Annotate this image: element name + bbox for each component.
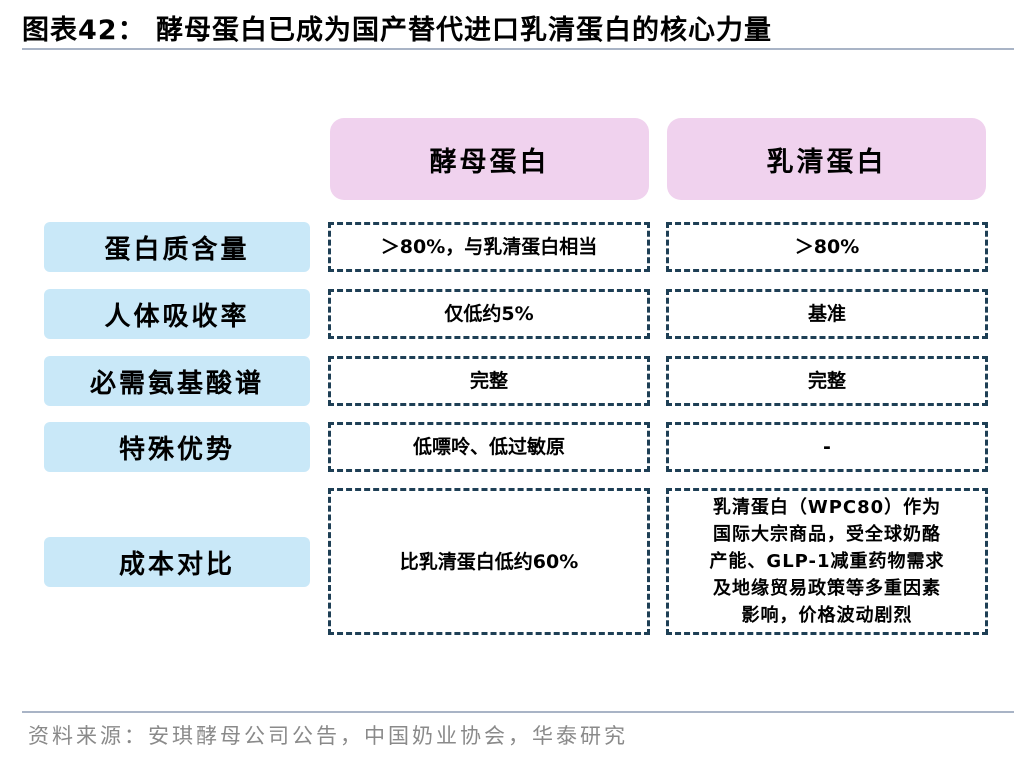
- cell-yeast-special-advantage: 低嘌呤、低过敏原: [328, 422, 650, 472]
- cell-whey-amino-acid-profile: 完整: [666, 356, 988, 406]
- cell-yeast-amino-acid-profile: 完整: [328, 356, 650, 406]
- row-label-cost-comparison: 成本对比: [44, 537, 310, 587]
- cell-yeast-protein-content: ＞80%，与乳清蛋白相当: [328, 222, 650, 272]
- row-label-special-advantage: 特殊优势: [44, 422, 310, 472]
- cell-yeast-absorption-rate: 仅低约5%: [328, 289, 650, 339]
- cell-yeast-cost-comparison: 比乳清蛋白低约60%: [328, 488, 650, 635]
- cell-whey-protein-content: ＞80%: [666, 222, 988, 272]
- column-header-whey-protein: 乳清蛋白: [667, 118, 986, 200]
- row-label-amino-acid-profile: 必需氨基酸谱: [44, 356, 310, 406]
- title-divider: [22, 48, 1014, 50]
- cell-whey-absorption-rate: 基准: [666, 289, 988, 339]
- column-header-yeast-protein: 酵母蛋白: [330, 118, 649, 200]
- row-label-absorption-rate: 人体吸收率: [44, 289, 310, 339]
- source-divider: [22, 711, 1014, 713]
- row-label-protein-content: 蛋白质含量: [44, 222, 310, 272]
- cell-whey-special-advantage: -: [666, 422, 988, 472]
- figure-title: 图表42： 酵母蛋白已成为国产替代进口乳清蛋白的核心力量: [22, 15, 772, 46]
- cell-whey-cost-comparison: 乳清蛋白（WPC80）作为 国际大宗商品，受全球奶酪 产能、GLP-1减重药物需…: [666, 488, 988, 635]
- source-note: 资料来源：安琪酵母公司公告，中国奶业协会，华泰研究: [28, 724, 628, 748]
